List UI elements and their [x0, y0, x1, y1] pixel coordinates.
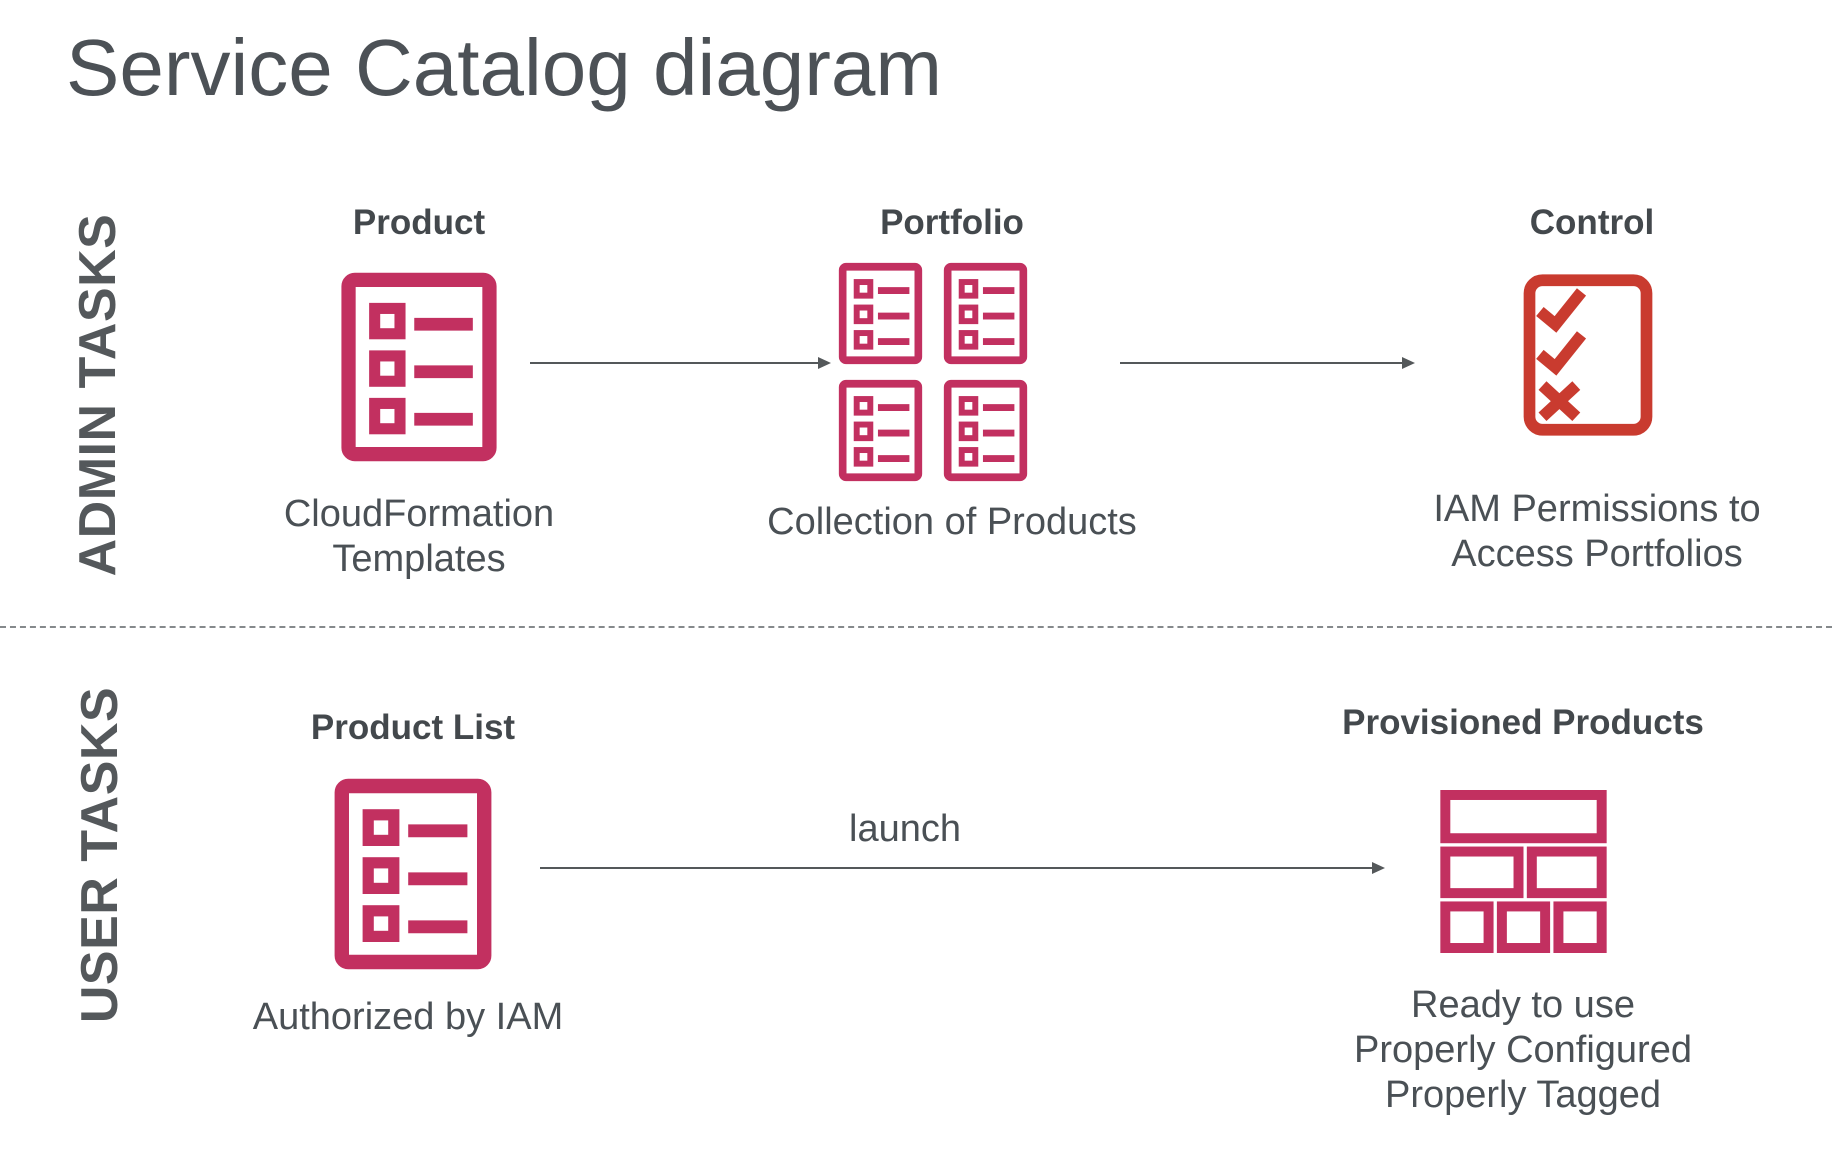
arrow-portfolio-to-control	[1120, 357, 1415, 369]
provisioned-products-label: Provisioned Products	[1342, 703, 1704, 742]
checklist-icon	[1523, 273, 1653, 437]
bricks-icon	[1440, 790, 1607, 953]
portfolio-mini-list-icon	[943, 262, 1028, 365]
control-caption: IAM Permissions to Access Portfolios	[1433, 488, 1761, 575]
admin-tasks-section-label: ADMIN TASKS	[69, 213, 127, 577]
control-label: Control	[1529, 203, 1655, 242]
product-list-label: Product List	[310, 708, 516, 747]
product-list-icon	[333, 778, 493, 970]
section-divider	[0, 626, 1832, 628]
product-list-caption: Authorized by IAM	[252, 996, 564, 1038]
portfolio-grid-icon	[838, 262, 1028, 482]
launch-arrow-label: launch	[849, 808, 961, 850]
portfolio-mini-list-icon	[838, 262, 923, 365]
provisioned-products-caption: Ready to use Properly Configured Properl…	[1354, 984, 1692, 1116]
product-label: Product	[352, 203, 486, 242]
portfolio-mini-list-icon	[838, 379, 923, 482]
portfolio-mini-list-icon	[943, 379, 1028, 482]
portfolio-label: Portfolio	[880, 203, 1024, 242]
arrow-launch	[540, 862, 1385, 874]
user-tasks-section-label: USER TASKS	[71, 686, 129, 1024]
page-title: Service Catalog diagram	[66, 23, 942, 112]
portfolio-caption: Collection of Products	[767, 501, 1137, 543]
arrow-product-to-portfolio	[530, 357, 831, 369]
product-caption: CloudFormation Templates	[283, 493, 555, 580]
product-list-icon	[339, 272, 499, 462]
